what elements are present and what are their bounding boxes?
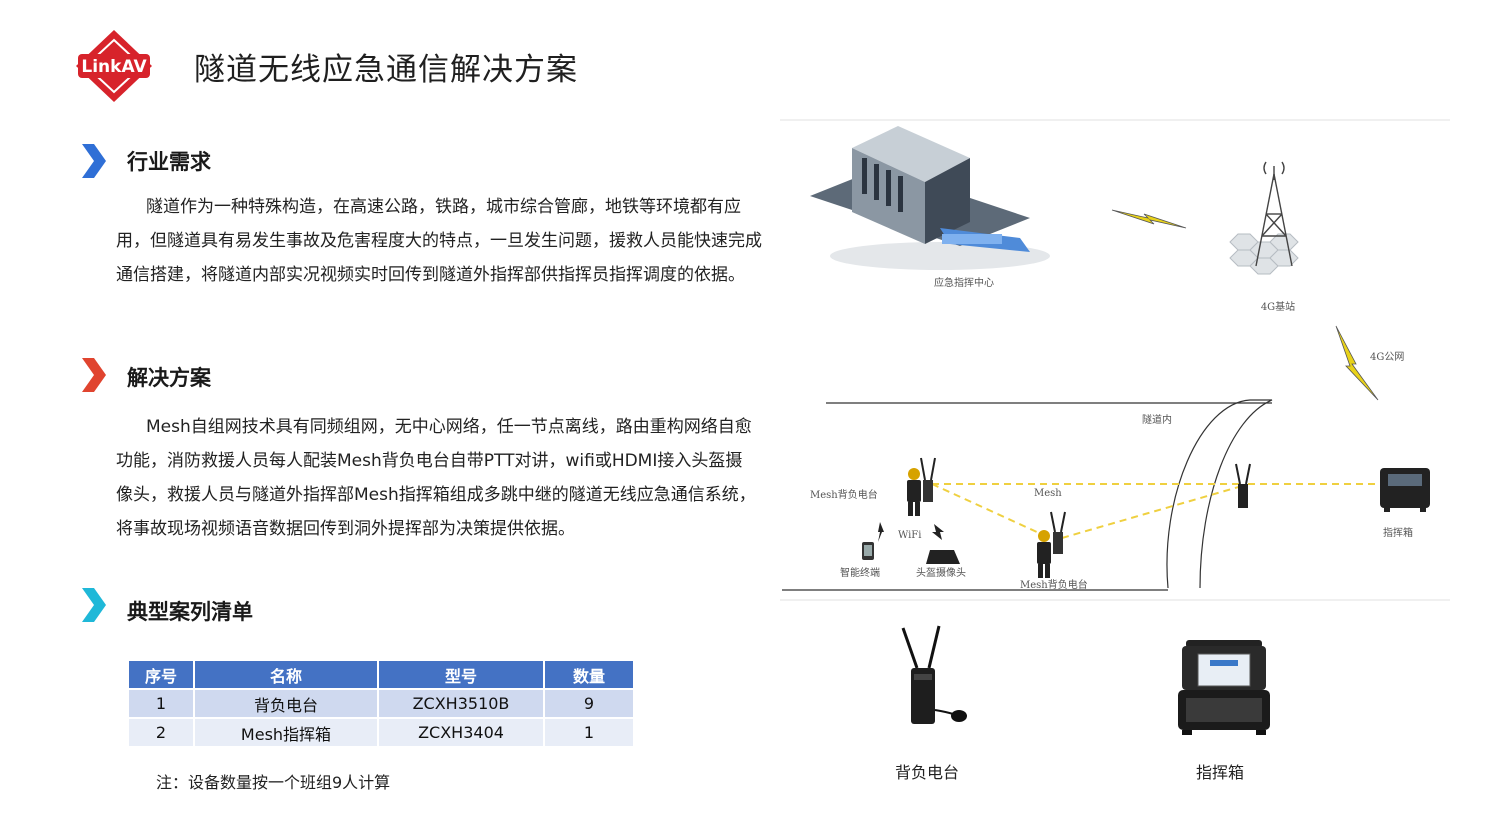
wireless-link-icon bbox=[932, 524, 944, 540]
label-wifi: WiFi bbox=[898, 530, 921, 541]
table-cell: ZCXH3404 bbox=[379, 719, 543, 746]
table-row: 2 Mesh指挥箱 ZCXH3404 1 bbox=[129, 719, 633, 746]
table-cell: Mesh指挥箱 bbox=[195, 719, 377, 746]
label-mesh-radio-left: Mesh背负电台 bbox=[810, 488, 878, 501]
command-box-icon bbox=[1380, 468, 1430, 512]
wireless-link-icon bbox=[1335, 325, 1379, 401]
firefighter-icon bbox=[907, 457, 936, 516]
helmet-camera-icon bbox=[926, 550, 960, 564]
table-cell: 1 bbox=[545, 719, 633, 746]
wireless-link-icon bbox=[878, 522, 884, 542]
requirements-text: 隧道作为一种特殊构造，在高速公路，铁路，城市综合管廊，地铁等环境都有应用，但隧道… bbox=[116, 197, 762, 285]
product-label-command-box: 指挥箱 bbox=[1196, 763, 1245, 782]
table-row: 1 背负电台 ZCXH3510B 9 bbox=[129, 690, 633, 717]
section-title-requirements: 行业需求 bbox=[127, 150, 211, 174]
label-helmet-camera: 头盔摄像头 bbox=[916, 566, 966, 579]
table-cell: 9 bbox=[545, 690, 633, 717]
section-arrow-icon bbox=[80, 144, 108, 178]
table-header: 型号 bbox=[379, 661, 543, 688]
label-command-center: 应急指挥中心 bbox=[934, 276, 994, 289]
label-mesh-radio-bottom: Mesh背负电台 bbox=[1020, 578, 1088, 591]
cell-tower-icon bbox=[1229, 161, 1299, 275]
section-arrow-icon bbox=[80, 358, 108, 392]
table-note: 注：设备数量按一个班组9人计算 bbox=[156, 773, 391, 792]
label-public-net: 4G公网 bbox=[1370, 351, 1404, 363]
section-arrow-icon bbox=[80, 588, 108, 622]
table-cell: 1 bbox=[129, 690, 193, 717]
label-smart-terminal: 智能终端 bbox=[840, 566, 880, 579]
logo-text: LinkAV bbox=[81, 57, 147, 77]
section-title-cases: 典型案列清单 bbox=[127, 600, 253, 624]
table-cell: ZCXH3510B bbox=[379, 690, 543, 717]
table-header-row: 序号 名称 型号 数量 bbox=[129, 661, 633, 688]
section-title-solution: 解决方案 bbox=[127, 366, 211, 390]
smart-terminal-icon bbox=[862, 542, 874, 560]
mesh-link-lines bbox=[931, 483, 1380, 539]
product-label-radio: 背负电台 bbox=[895, 763, 960, 782]
firefighter-icon bbox=[1037, 511, 1066, 578]
command-center-building-icon bbox=[810, 126, 1050, 270]
table-header: 数量 bbox=[545, 661, 633, 688]
label-mesh: Mesh bbox=[1034, 488, 1062, 499]
table-header: 名称 bbox=[195, 661, 377, 688]
table-cell: 2 bbox=[129, 719, 193, 746]
tunnel-outline bbox=[782, 399, 1273, 591]
backpack-radio-product-icon bbox=[895, 624, 975, 734]
network-diagram: 应急指挥中心 bbox=[780, 118, 1450, 602]
table-header: 序号 bbox=[129, 661, 193, 688]
label-base-station: 4G基站 bbox=[1261, 300, 1295, 313]
linkav-logo: LinkAV bbox=[74, 28, 154, 104]
label-command-box: 指挥箱 bbox=[1383, 526, 1413, 539]
table-cell: 背负电台 bbox=[195, 690, 377, 717]
label-tunnel-inside: 隧道内 bbox=[1142, 413, 1172, 426]
page-title: 隧道无线应急通信解决方案 bbox=[194, 52, 578, 88]
command-box-product-icon bbox=[1176, 636, 1272, 736]
relay-radio-icon bbox=[1235, 463, 1251, 508]
wireless-link-icon bbox=[1111, 209, 1187, 229]
solution-text: Mesh自组网技术具有同频组网，无中心网络，任一节点离线，路由重构网络自愈功能，… bbox=[116, 417, 756, 539]
case-table: 序号 名称 型号 数量 1 背负电台 ZCXH3510B 9 2 Mesh指挥箱… bbox=[127, 659, 635, 748]
